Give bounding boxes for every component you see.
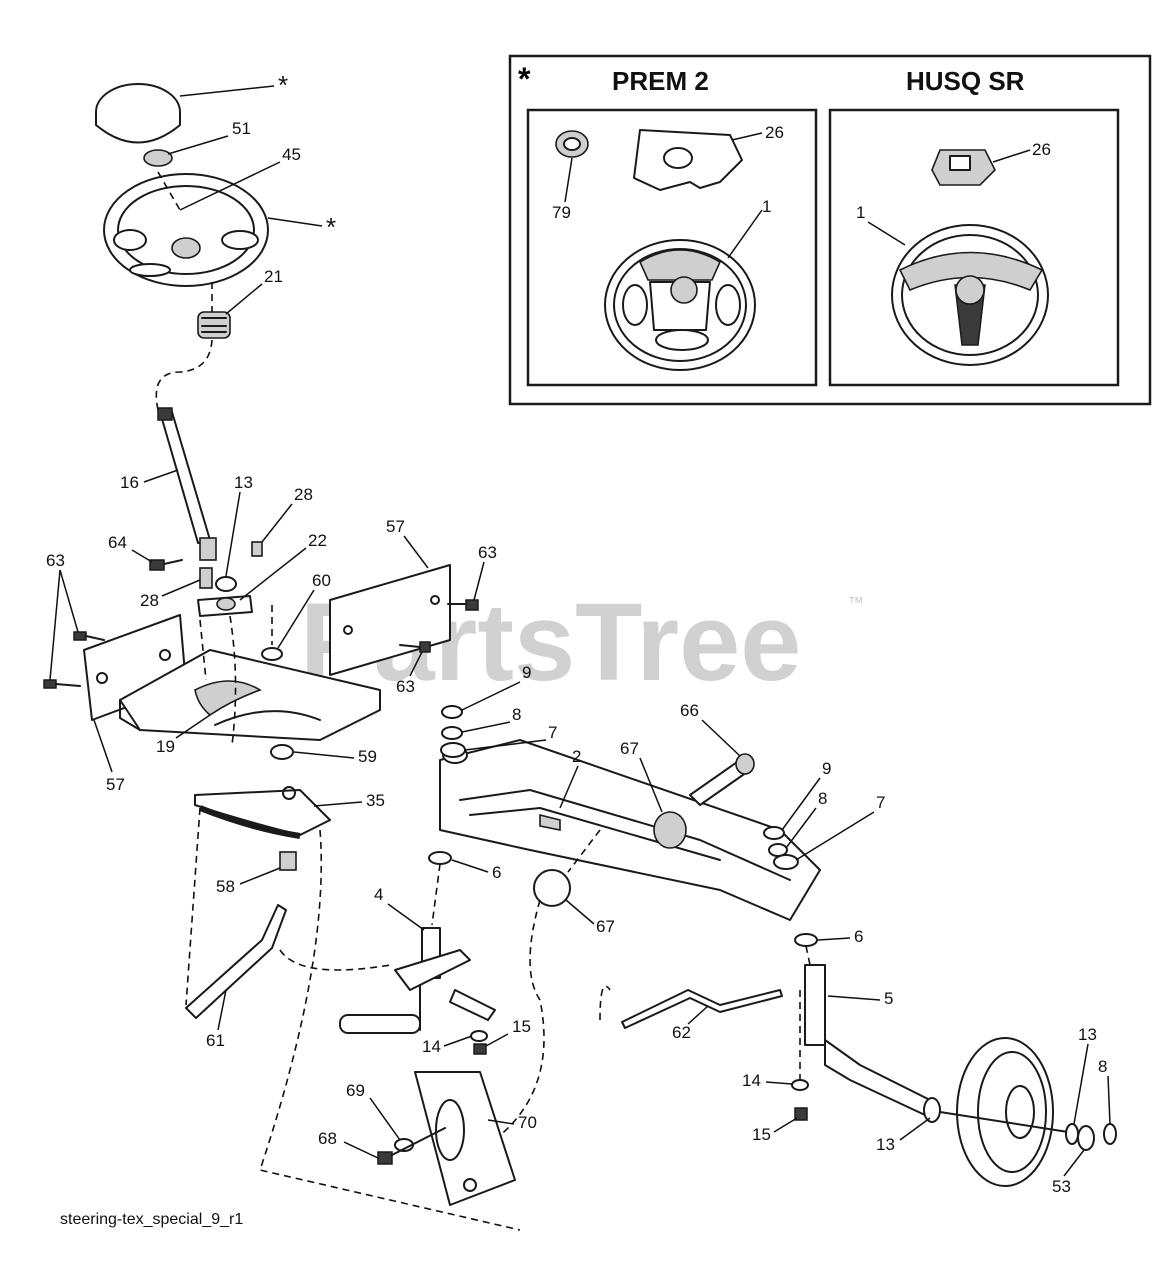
sector-gear-assembly xyxy=(185,786,521,1231)
front-wheel-assembly xyxy=(939,1037,1117,1187)
callout-19: 19 xyxy=(156,737,175,756)
callout-58: 58 xyxy=(216,877,235,896)
callout-60: 60 xyxy=(312,571,331,590)
steering-wheel-icon xyxy=(103,173,269,287)
callout-5: 5 xyxy=(884,989,893,1008)
callout-star-cap: * xyxy=(278,70,288,100)
callouts: * * 51 45 21 16 13 28 64 28 22 57 63 63 … xyxy=(46,70,1111,1196)
callout-66: 66 xyxy=(680,701,699,720)
callout-69: 69 xyxy=(346,1081,365,1100)
callout-67b: 67 xyxy=(596,917,615,936)
callout-15a: 15 xyxy=(512,1017,531,1036)
callout-21: 21 xyxy=(264,267,283,286)
callout-14b: 14 xyxy=(742,1071,761,1090)
callout-6b: 6 xyxy=(854,927,863,946)
callout-15b: 15 xyxy=(752,1125,771,1144)
callout-8a: 8 xyxy=(512,705,521,724)
inset-left-header: PREM 2 xyxy=(612,66,709,96)
tie-rod-62-icon xyxy=(621,989,783,1029)
inset-callout-26-left: 26 xyxy=(765,123,784,142)
callout-4: 4 xyxy=(374,885,383,904)
callout-68: 68 xyxy=(318,1129,337,1148)
callout-6a: 6 xyxy=(492,863,501,882)
inset-callout-1-right: 1 xyxy=(856,203,865,222)
plate-70-icon xyxy=(414,1071,516,1206)
diagram-caption: steering-tex_special_9_r1 xyxy=(60,1211,243,1228)
callout-53: 53 xyxy=(1052,1177,1071,1196)
callout-2: 2 xyxy=(572,747,581,766)
callout-7b: 7 xyxy=(876,793,885,812)
front-axle-icon xyxy=(439,739,821,921)
callout-63c: 63 xyxy=(46,551,65,570)
callout-7a: 7 xyxy=(548,723,557,742)
inset-right-header: HUSQ SR xyxy=(906,66,1025,96)
callout-13c: 13 xyxy=(1078,1025,1097,1044)
nut-51-icon xyxy=(143,149,173,167)
pivot-bushing-67-icon xyxy=(653,811,687,849)
mounting-bracket-assembly xyxy=(43,541,479,760)
watermark-tm: ™ xyxy=(848,595,864,612)
callout-9b: 9 xyxy=(822,759,831,778)
plate-70-assembly xyxy=(377,1071,516,1206)
front-axle-assembly xyxy=(439,705,821,1151)
steering-wheel-assembly xyxy=(95,83,269,561)
inset-panel: * PREM 2 HUSQ SR 26 79 1 xyxy=(508,54,1152,406)
callout-28b: 28 xyxy=(140,591,159,610)
inset-callout-26-right: 26 xyxy=(1032,140,1051,159)
callout-63b: 63 xyxy=(396,677,415,696)
inset-callout-1-left: 1 xyxy=(762,197,771,216)
drag-link-61-icon xyxy=(185,904,287,1019)
callout-22: 22 xyxy=(308,531,327,550)
callout-61: 61 xyxy=(206,1031,225,1050)
callout-35: 35 xyxy=(366,791,385,810)
inset-callout-79: 79 xyxy=(552,203,571,222)
callout-51: 51 xyxy=(232,119,251,138)
callout-62: 62 xyxy=(672,1023,691,1042)
spindle-5-icon xyxy=(804,964,826,1046)
callout-14a: 14 xyxy=(422,1037,441,1056)
callout-28a: 28 xyxy=(294,485,313,504)
callout-16: 16 xyxy=(120,473,139,492)
callout-star-wheel: * xyxy=(326,212,336,242)
callout-63a: 63 xyxy=(478,543,497,562)
callout-57a: 57 xyxy=(386,517,405,536)
inset-star: * xyxy=(518,61,531,97)
callout-59: 59 xyxy=(358,747,377,766)
right-spindle-assembly xyxy=(599,933,941,1123)
callout-13b: 13 xyxy=(876,1135,895,1154)
callout-8b: 8 xyxy=(818,789,827,808)
callout-57b: 57 xyxy=(106,775,125,794)
callout-9a: 9 xyxy=(522,663,531,682)
callout-67a: 67 xyxy=(620,739,639,758)
callout-45: 45 xyxy=(282,145,301,164)
callout-70: 70 xyxy=(518,1113,537,1132)
callout-13a: 13 xyxy=(234,473,253,492)
callout-8c: 8 xyxy=(1098,1057,1107,1076)
steering-shaft-icon xyxy=(159,411,211,544)
callout-64: 64 xyxy=(108,533,127,552)
left-spindle-assembly xyxy=(339,851,496,1055)
